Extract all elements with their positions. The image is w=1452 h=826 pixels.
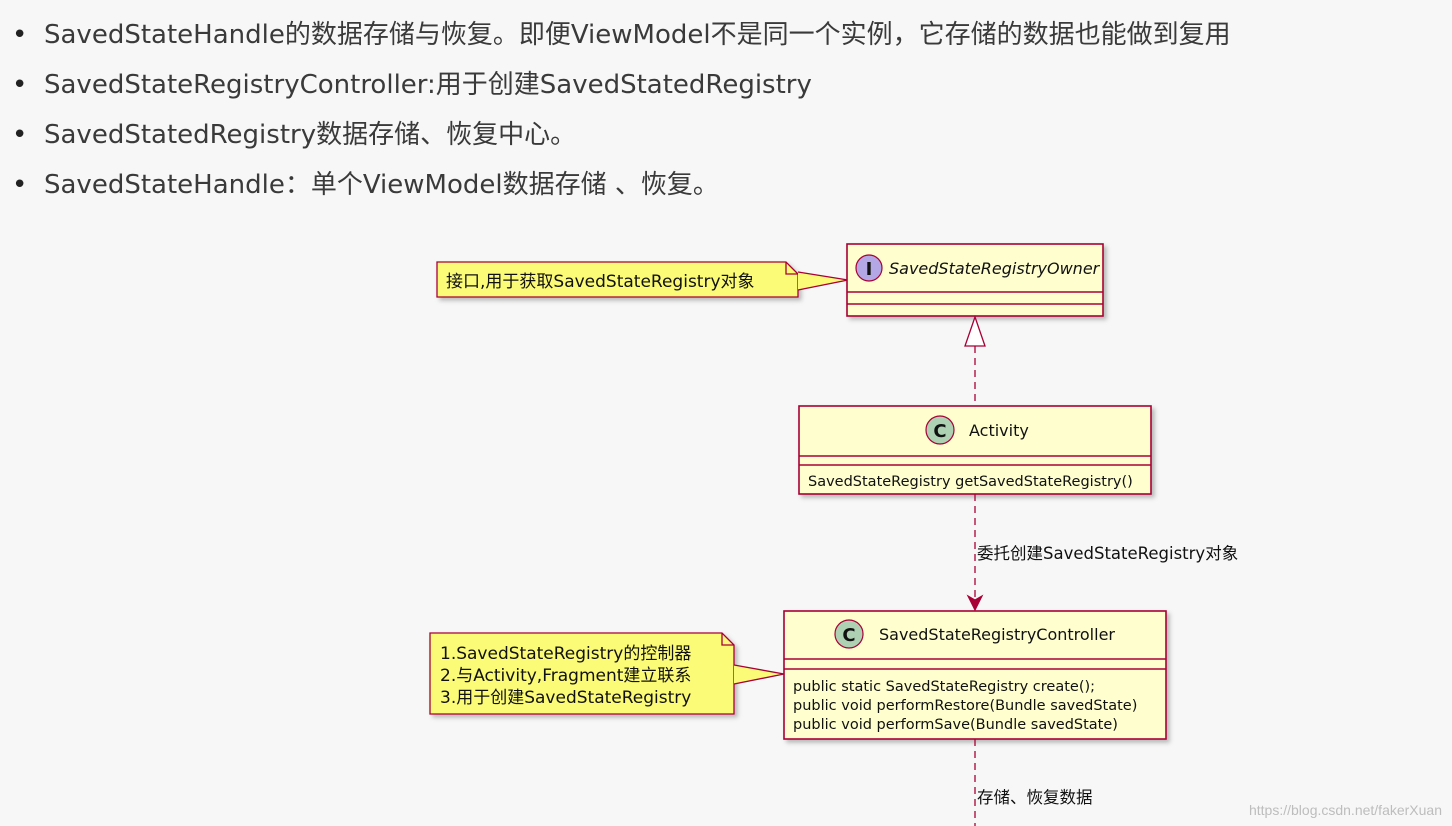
interface-badge-icon [855, 254, 883, 282]
controller-method-1: public static SavedStateRegistry create(… [793, 679, 1095, 695]
controller-note-connector [733, 664, 785, 685]
owner-name: SavedStateRegistryOwner [889, 259, 1101, 278]
delegate-label: 委托创建SavedStateRegistry对象 [977, 544, 1238, 563]
controller-note: 1.SavedStateRegistry的控制器 2.与Activity,Fra… [429, 632, 735, 715]
controller-method-3: public void performSave(Bundle savedStat… [793, 717, 1118, 733]
watermark: https://blog.csdn.net/fakerXuan [1248, 802, 1442, 818]
bullet-item: SavedStateRegistryController:用于创建SavedSt… [12, 64, 1231, 114]
class-badge-letter: C [842, 625, 855, 646]
activity-method: SavedStateRegistry getSavedStateRegistry… [808, 474, 1133, 490]
owner-note-text: 接口,用于获取SavedStateRegistry对象 [446, 272, 755, 292]
bullet-item: SavedStateHandle的数据存储与恢复。即便ViewModel不是同一… [12, 14, 1231, 64]
activity-class: C Activity SavedStateRegistry getSavedSt… [798, 405, 1152, 495]
class-badge-icon [834, 619, 864, 649]
controller-class: C SavedStateRegistryController public st… [783, 610, 1167, 740]
activity-name: Activity [969, 421, 1029, 440]
store-label: 存储、恢复数据 [977, 788, 1093, 807]
bullet-item: SavedStateHandle：单个ViewModel数据存储 、恢复。 [12, 164, 1231, 214]
bullet-item: SavedStatedRegistry数据存储、恢复中心。 [12, 114, 1231, 164]
owner-interface: I SavedStateRegistryOwner [846, 243, 1104, 317]
class-badge-icon [925, 415, 955, 445]
owner-note: 接口,用于获取SavedStateRegistry对象 [436, 261, 799, 298]
controller-name: SavedStateRegistryController [879, 625, 1115, 644]
delegate-arrowhead-icon [966, 594, 984, 612]
controller-note-line-2: 2.与Activity,Fragment建立联系 [440, 666, 691, 686]
bullet-list: SavedStateHandle的数据存储与恢复。即便ViewModel不是同一… [12, 14, 1231, 214]
controller-note-line-3: 3.用于创建SavedStateRegistry [440, 688, 691, 708]
interface-badge-letter: I [866, 259, 873, 280]
controller-note-line-1: 1.SavedStateRegistry的控制器 [440, 644, 691, 664]
realization-arrowhead-icon [964, 315, 986, 347]
owner-note-connector [797, 271, 849, 291]
controller-method-2: public void performRestore(Bundle savedS… [793, 698, 1137, 714]
class-badge-letter: C [933, 421, 946, 442]
